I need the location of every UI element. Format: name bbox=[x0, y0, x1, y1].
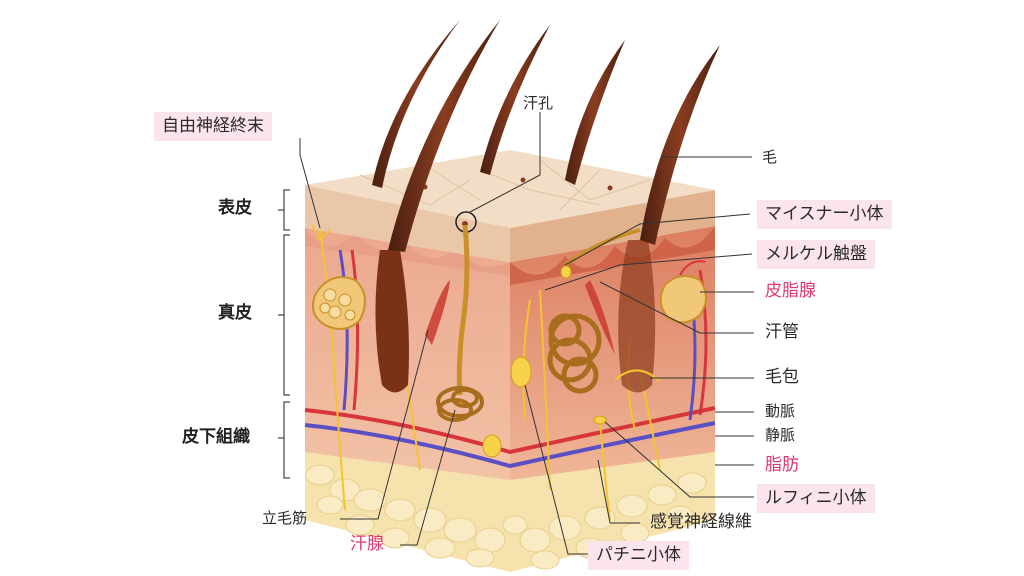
label-dermis: 真皮 bbox=[218, 303, 252, 323]
arrector-pili-muscles bbox=[425, 280, 615, 355]
label-subcutaneous-tissue: 皮下組織 bbox=[182, 427, 250, 447]
label-free-nerve-endings: 自由神経終末 bbox=[154, 112, 272, 141]
label-vein: 静脈 bbox=[765, 426, 796, 444]
label-sebaceous-gland: 皮脂腺 bbox=[765, 281, 816, 301]
label-meissner-corpuscle: マイスナー小体 bbox=[757, 200, 892, 229]
label-pacinian-corpuscle: パチニ小体 bbox=[588, 541, 689, 570]
label-hair-follicle: 毛包 bbox=[765, 367, 799, 387]
label-sweat-gland: 汗腺 bbox=[350, 534, 384, 554]
leader-lines bbox=[299, 112, 754, 555]
label-sweat-duct: 汗管 bbox=[765, 322, 799, 342]
label-sensory-nerve-fiber: 感覚神経線維 bbox=[650, 512, 752, 532]
layer-brackets bbox=[278, 189, 290, 479]
hair-shafts bbox=[372, 20, 720, 252]
label-sweat-pore: 汗孔 bbox=[523, 94, 554, 112]
pacinian-corpuscles bbox=[482, 356, 532, 458]
ruffini-corpuscle-shape bbox=[593, 415, 607, 425]
sweat-gland bbox=[436, 224, 641, 422]
label-merkel-disc: メルケル触盤 bbox=[757, 240, 875, 269]
sebaceous-glands bbox=[312, 275, 707, 330]
meissner-corpuscle-shape bbox=[560, 265, 572, 279]
label-artery: 動脈 bbox=[765, 402, 796, 420]
label-arrector-pili: 立毛筋 bbox=[262, 509, 308, 527]
label-hair: 毛 bbox=[762, 148, 778, 166]
label-ruffini-corpuscle: ルフィニ小体 bbox=[757, 484, 875, 513]
label-epidermis: 表皮 bbox=[218, 198, 252, 218]
label-fat: 脂肪 bbox=[765, 455, 799, 475]
hair-follicles bbox=[375, 240, 661, 393]
